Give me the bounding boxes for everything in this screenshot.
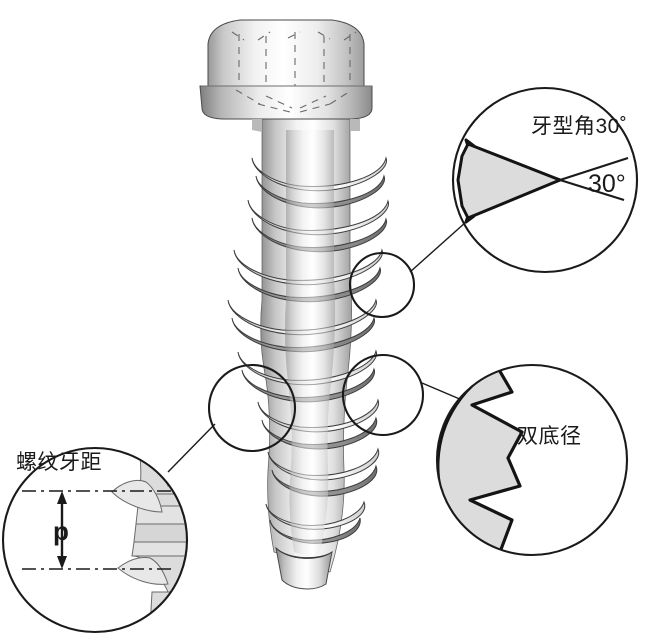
callout-circle-pitch	[1, 446, 189, 634]
screw-head	[199, 19, 373, 132]
screw-tip	[275, 546, 333, 590]
detail-source-circles	[207, 251, 425, 453]
thread-angle-value: 30°	[588, 170, 626, 198]
callout-circle-thread-angle	[451, 86, 639, 274]
thread-angle-label: 牙型角30˚	[531, 115, 627, 138]
pitch-centerlines	[22, 490, 176, 570]
shank-front-highlight	[285, 130, 336, 560]
thread-pitch-detail: p 螺纹牙距	[1, 446, 189, 634]
source-circle-pitch	[207, 363, 297, 453]
screw-thread-helix	[227, 156, 389, 544]
screw-assembly	[199, 19, 389, 590]
leader-thread-angle	[409, 221, 467, 273]
thread-pitch-label: 螺纹牙距	[16, 451, 102, 474]
angle-leader-marks	[559, 156, 629, 202]
hex-socket-hidden-lines	[231, 31, 357, 113]
source-circle-dual-root	[341, 353, 425, 437]
dual-root-diameter-detail: 双底径	[435, 363, 629, 557]
leader-pitch	[167, 423, 216, 473]
source-circle-thread-angle	[348, 251, 416, 319]
callout-circle-dual-root	[435, 363, 629, 557]
pitch-value-label: p	[53, 516, 69, 546]
leader-lines	[167, 221, 467, 473]
thread-profile-angle-detail: 牙型角30˚ 30°	[451, 86, 639, 274]
pitch-dimension-arrow	[57, 491, 67, 569]
dual-root-diameter-label: 双底径	[517, 425, 582, 448]
leader-dual-root	[421, 382, 463, 401]
